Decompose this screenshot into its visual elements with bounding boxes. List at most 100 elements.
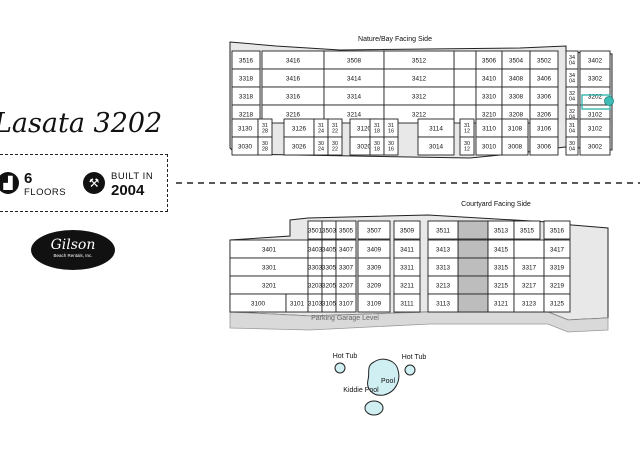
unit-label: 3310 <box>482 93 497 100</box>
unit-label: 3410 <box>482 75 497 82</box>
unit-label: 3108 <box>508 125 523 132</box>
unit-label: 3309 <box>367 264 382 271</box>
unit-cell <box>357 293 391 313</box>
unit-label: 3030 <box>238 143 253 150</box>
unit-label: 3305 <box>322 264 337 271</box>
location-pin-icon <box>604 96 614 106</box>
unit-cell <box>543 293 571 313</box>
unit-cell <box>501 136 529 156</box>
unit-label: 3100 <box>251 300 266 307</box>
unit-label: 3209 <box>367 282 382 289</box>
unit-label: 3120 <box>357 125 372 132</box>
stairs-icon: ▟ <box>0 172 19 194</box>
gilson-logo: Gilson Beach Rentals, Inc. <box>31 230 115 270</box>
unit-cell <box>427 293 459 313</box>
unit-label: 3107 <box>339 300 354 307</box>
unit-label: 3406 <box>537 75 552 82</box>
unit-label: 3125 <box>550 300 565 307</box>
unit-label: 3516 <box>239 57 254 64</box>
parking-garage-label: Parking Garage Level <box>311 315 379 322</box>
unit-label: 3203 <box>308 282 323 289</box>
unit-label: 3311 <box>400 264 414 271</box>
unit-label: 3211 <box>400 282 414 289</box>
unit-label: 3405 <box>322 246 337 253</box>
pool-shape <box>367 358 400 396</box>
built-label: BUILT IN <box>111 171 154 182</box>
unit-label: 3121 <box>494 300 509 307</box>
unit-label: 3505 <box>339 227 354 234</box>
unit-label: 3110 <box>482 125 496 132</box>
unit-cell <box>457 257 489 277</box>
unit-label: 3301 <box>262 264 277 271</box>
unit-label: 3008 <box>508 143 523 150</box>
unit-label: 3208 <box>509 111 524 118</box>
unit-label: 3006 <box>537 143 552 150</box>
unit-label: 3506 <box>482 57 497 64</box>
unit-label: 3217 <box>522 282 537 289</box>
unit-label: 3318 <box>239 93 254 100</box>
unit-cell <box>543 220 571 240</box>
pool-area: Pool Hot Tub Hot Tub Kiddie Pool <box>333 353 427 416</box>
unit-label: 3416 <box>286 75 301 82</box>
bottom-building-label: Courtyard Facing Side <box>461 201 531 208</box>
unit-cell <box>383 136 399 156</box>
hot-tub-1-shape <box>334 362 346 374</box>
unit-label: 3213 <box>436 282 451 289</box>
unit-label: 3317 <box>522 264 537 271</box>
logo-subtitle: Beach Rentals, Inc. <box>53 253 93 258</box>
unit-label: 3319 <box>550 264 565 271</box>
unit-label: 3402 <box>588 57 603 64</box>
unit-label: 3407 <box>339 246 354 253</box>
unit-label: 3101 <box>290 300 305 307</box>
floors-label: FLOORS <box>24 187 67 198</box>
unit-label: 3114 <box>429 125 443 132</box>
unit-label: 3316 <box>286 93 301 100</box>
unit-label: 3516 <box>550 227 565 234</box>
unit-label: 3508 <box>347 57 362 64</box>
unit-label: 3219 <box>550 282 565 289</box>
unit-label: 3314 <box>347 93 362 100</box>
hot-tub-2-label: Hot Tub <box>402 354 427 361</box>
unit-label: 3109 <box>367 300 382 307</box>
unit-cell <box>357 220 391 240</box>
parking-garage-band <box>229 311 609 333</box>
unit-label: 3318 <box>239 75 254 82</box>
unit-label: 3020 <box>357 143 372 150</box>
unit-label: 3515 <box>520 227 535 234</box>
unit-label: 3411 <box>400 246 414 253</box>
unit-cell <box>327 136 343 156</box>
unit-label: 3103 <box>308 300 323 307</box>
unit-label: 3501 <box>308 227 323 234</box>
unit-cell <box>417 136 455 156</box>
unit-cell <box>457 275 489 295</box>
unit-label: 3417 <box>550 246 565 253</box>
unit-label: 3511 <box>436 227 450 234</box>
unit-label: 3312 <box>412 93 427 100</box>
unit-cell <box>457 220 489 240</box>
unit-label: 3002 <box>588 143 603 150</box>
unit-label: 3026 <box>292 143 307 150</box>
unit-label: 3210 <box>482 111 497 118</box>
unit-cell <box>335 220 357 240</box>
unit-cell <box>457 293 489 313</box>
unit-label: 3214 <box>347 111 362 118</box>
unit-label: 3401 <box>262 246 277 253</box>
unit-label: 3308 <box>509 93 524 100</box>
unit-label: 3503 <box>322 227 337 234</box>
unit-label: 3216 <box>286 111 301 118</box>
pool-label: Pool <box>381 378 395 385</box>
